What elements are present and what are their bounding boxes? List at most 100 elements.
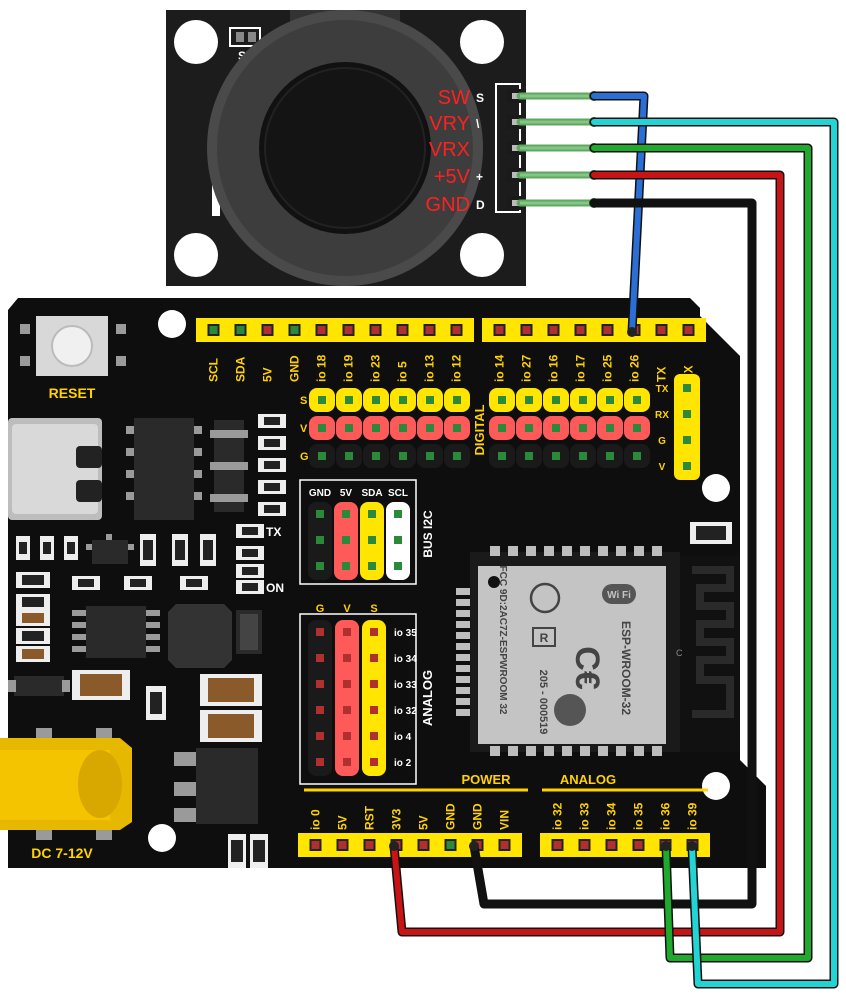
power-pin-label: 3V3 [390, 808, 404, 830]
wire-sw [591, 93, 647, 335]
wire-gnd [471, 200, 755, 907]
module-r-mark: R [540, 631, 549, 645]
voltage-regulator [174, 748, 258, 824]
row-label: V [300, 423, 308, 435]
header-pin [525, 396, 533, 404]
joystick-pin-label: VRX [429, 139, 470, 161]
header-pin [343, 654, 351, 662]
reset-label: RESET [49, 385, 96, 401]
header-pin [370, 628, 378, 636]
header-pin [399, 452, 407, 460]
analog-bottom-pin-label: io 36 [659, 802, 673, 830]
header-pin [683, 462, 691, 470]
header-pin [372, 396, 380, 404]
header-pin [345, 424, 353, 432]
header-pin [316, 562, 324, 570]
smd-column [258, 414, 286, 516]
reset-button[interactable] [20, 316, 126, 376]
power-pin-label: io 0 [309, 809, 323, 830]
pin-label: io 16 [547, 354, 561, 382]
joystick-pin-silk: S\+D [476, 91, 485, 212]
row-label: S [300, 395, 307, 407]
header-pin [370, 706, 378, 714]
header-pin [368, 562, 376, 570]
header-pin [683, 384, 691, 392]
header-pin [683, 436, 691, 444]
header-pin [579, 452, 587, 460]
joystick-pin-label: VRY [429, 113, 470, 135]
header-pin [343, 628, 351, 636]
header-pin [498, 424, 506, 432]
svg-text:\: \ [476, 117, 480, 131]
uart-label: V [659, 462, 666, 473]
pin-label: io 25 [601, 354, 615, 382]
header-pin [343, 706, 351, 714]
header-pin [579, 396, 587, 404]
header-pin [318, 452, 326, 460]
header-pin [370, 654, 378, 662]
pin-label: TX [655, 367, 669, 382]
header-pin [370, 680, 378, 688]
header-pin [368, 536, 376, 544]
uart-label: TX [656, 384, 669, 395]
header-pin [372, 424, 380, 432]
header-pin [343, 732, 351, 740]
header-pin [453, 452, 461, 460]
header-pin [394, 562, 402, 570]
header-pin [316, 510, 324, 518]
header-pin [683, 410, 691, 418]
analog-bottom-header [540, 833, 710, 857]
svg-text:D: D [476, 198, 485, 212]
analog-pin-label: io 32 [394, 706, 417, 717]
dc-jack [0, 728, 132, 840]
power-pin-label: 5V [417, 815, 431, 830]
uart-label: RX [655, 410, 669, 421]
analog-bottom-pin-label: io 33 [578, 802, 592, 830]
header-pin [394, 536, 402, 544]
analog-pin-label: io 35 [394, 628, 417, 639]
header-pin [316, 536, 324, 544]
wires [389, 91, 839, 989]
header-pin [316, 628, 324, 636]
svg-text:+: + [476, 170, 483, 184]
pin-label: io 26 [628, 354, 642, 382]
header-pin [370, 758, 378, 766]
power-header [298, 833, 522, 857]
header-pin [426, 396, 434, 404]
header-pin [316, 654, 324, 662]
pin-label: io 19 [342, 354, 356, 382]
header-pin [399, 424, 407, 432]
header-pin [316, 758, 324, 766]
pin-label: GND [288, 355, 302, 382]
module-wifi-logo: Wi Fi [607, 590, 631, 601]
pin-label: io 17 [574, 354, 588, 382]
on-led-label: ON [266, 581, 284, 595]
analog-pin-label: io 33 [394, 680, 417, 691]
analog-bottom-pin-label: io 34 [605, 802, 619, 830]
header-pin [316, 732, 324, 740]
digital-svg-rows: S V G [300, 388, 650, 468]
usb-c-port [8, 418, 102, 520]
header-pin [606, 424, 614, 432]
power-pin-label: 5V [336, 815, 350, 830]
svg-text:C€: C€ [568, 646, 606, 690]
header-pin [453, 424, 461, 432]
esp32-board: RESET TX [0, 298, 766, 868]
wire-vcc [391, 172, 783, 935]
dc-label: DC 7-12V [31, 845, 93, 861]
header-pin [552, 396, 560, 404]
power-pin-label: VIN [498, 810, 512, 830]
row-label: G [300, 451, 309, 463]
header-pin [426, 452, 434, 460]
analog-col-label: S [370, 603, 377, 615]
header-pin [370, 732, 378, 740]
pin-label: SDA [234, 356, 248, 382]
header-pin [633, 396, 641, 404]
top-header-left [196, 318, 474, 342]
module-antenna-mark: C [676, 648, 683, 658]
header-pin [368, 510, 376, 518]
header-pin [342, 510, 350, 518]
